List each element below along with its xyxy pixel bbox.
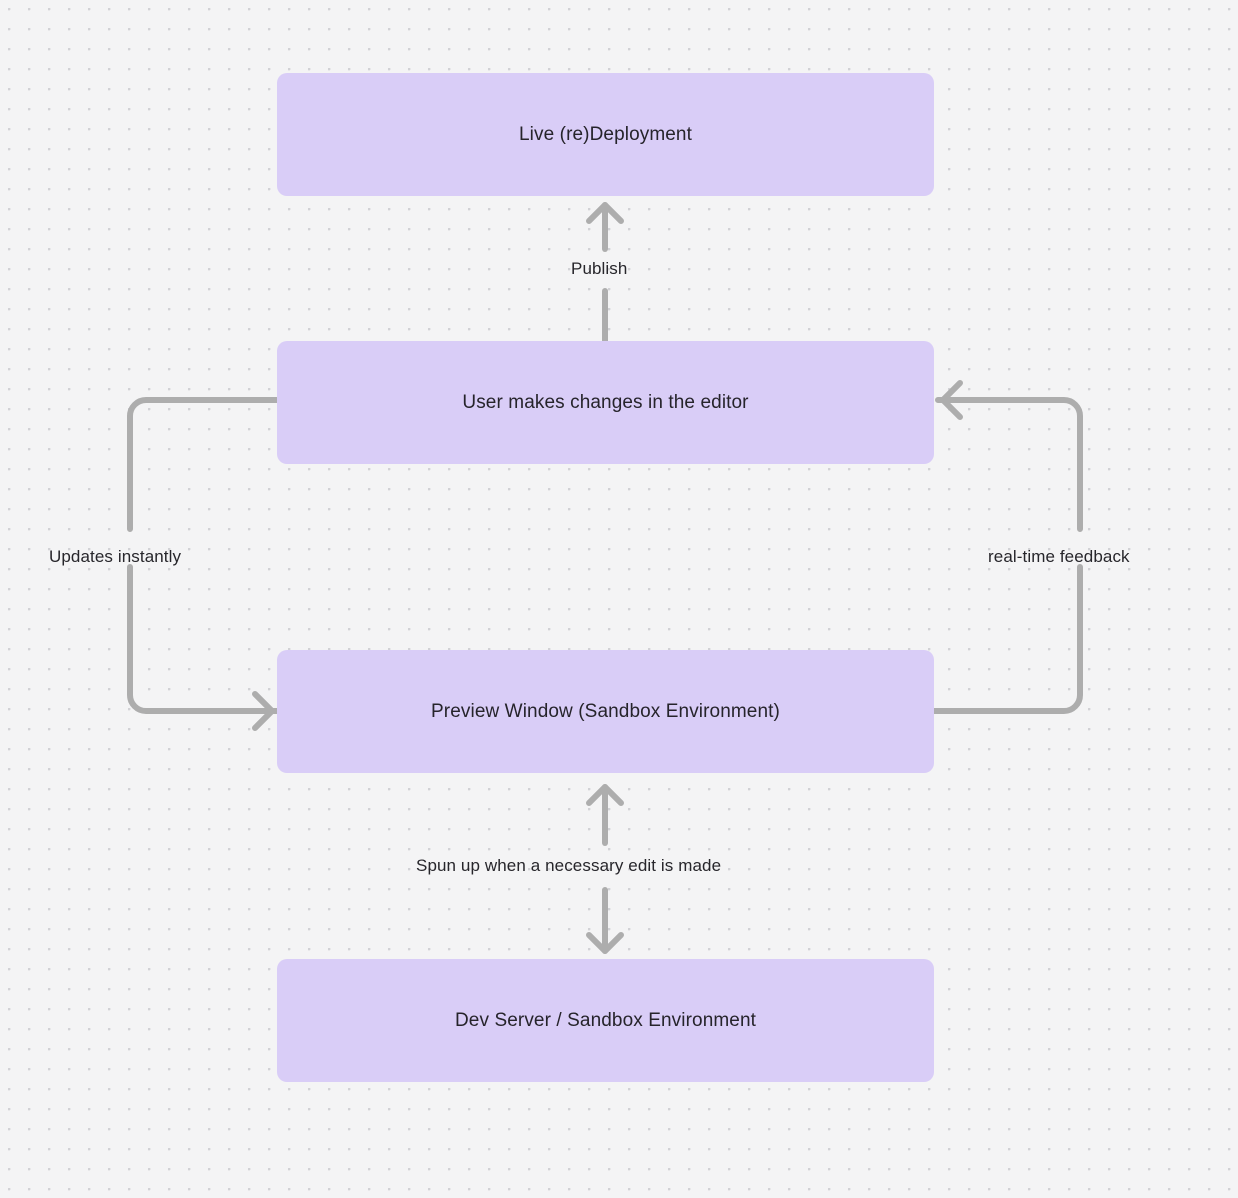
- node-dev-server[interactable]: Dev Server / Sandbox Environment: [277, 959, 934, 1082]
- node-user-makes-changes[interactable]: User makes changes in the editor: [277, 341, 934, 464]
- node-live-redeployment[interactable]: Live (re)Deployment: [277, 73, 934, 196]
- node-label: Dev Server / Sandbox Environment: [454, 1009, 756, 1031]
- edge-label-real-time-feedback: real-time feedback: [988, 547, 1130, 566]
- node-label: User makes changes in the editor: [462, 391, 749, 413]
- edge-label-publish: Publish: [571, 259, 628, 278]
- node-label: Live (re)Deployment: [519, 123, 692, 145]
- node-label: Preview Window (Sandbox Environment): [431, 700, 780, 722]
- edge-label-spun-up: Spun up when a necessary edit is made: [416, 856, 722, 875]
- edge-label-updates-instantly: Updates instantly: [49, 547, 182, 566]
- node-preview-window[interactable]: Preview Window (Sandbox Environment): [277, 650, 934, 773]
